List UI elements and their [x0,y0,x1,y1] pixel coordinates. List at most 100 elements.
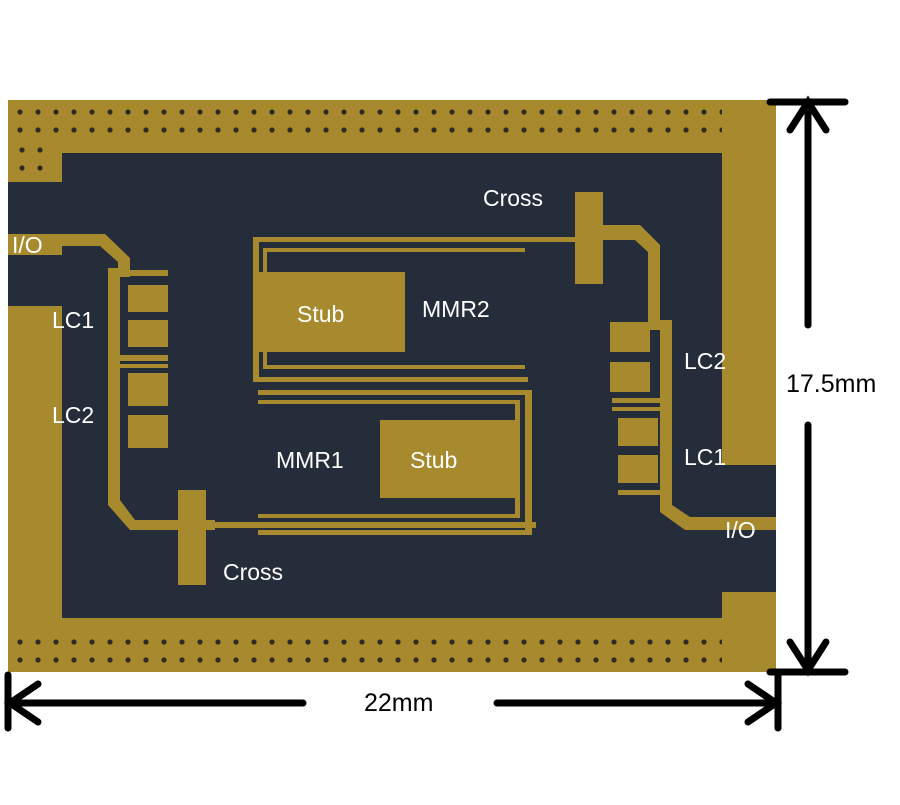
via-hole [413,639,419,645]
label-lc2-left: LC2 [52,402,95,428]
via-hole [89,639,95,645]
lc2-left-cap-b [128,415,168,448]
via-hole [359,109,365,115]
via-hole [647,657,653,663]
via-hole [17,109,23,115]
via-hole [269,109,275,115]
mmr1-line-a [258,390,530,395]
via-hole [539,109,545,115]
via-hole [539,657,545,663]
via-hole [215,657,221,663]
via-hole [143,109,149,115]
via-hole [665,127,671,133]
via-hole [215,639,221,645]
via-hole [197,127,203,133]
lc-right-bar3 [618,490,660,495]
via-hole [287,127,293,133]
lc-right-spine [660,320,672,500]
mmr2-line-f [263,365,525,369]
via-hole [683,109,689,115]
cross-top-feed [603,225,660,330]
via-hole [503,127,509,133]
ground-right-top [722,100,776,465]
via-hole [107,639,113,645]
via-hole [323,109,329,115]
via-hole [431,639,437,645]
lc-right-bar1 [612,398,660,403]
via-hole [665,639,671,645]
via-hole [323,639,329,645]
via-hole [215,127,221,133]
via-hole [89,657,95,663]
via-hole [449,657,455,663]
via-hole [593,639,599,645]
ground-left [8,306,62,618]
via-hole [269,639,275,645]
via-hole [37,147,43,153]
via-hole [503,657,509,663]
via-hole [557,657,563,663]
via-hole [143,657,149,663]
label-lc1-right: LC1 [684,444,727,470]
io-feed-left [8,234,130,277]
lc-left-spine [108,268,120,458]
via-hole [179,109,185,115]
via-hole [539,127,545,133]
via-hole [359,127,365,133]
via-hole [19,165,25,171]
mmr2-line-a [253,237,583,242]
via-hole [377,109,383,115]
via-hole [179,639,185,645]
via-hole [125,109,131,115]
via-hole [539,639,545,645]
via-hole [197,639,203,645]
via-hole [17,657,23,663]
via-hole [413,657,419,663]
via-hole [431,127,437,133]
label-stub-bottom: Stub [410,447,458,473]
via-hole [197,109,203,115]
via-hole [71,657,77,663]
lc-left-bar3 [120,364,168,368]
via-hole [35,639,41,645]
via-hole [179,657,185,663]
via-hole [197,657,203,663]
lc1-left-cap-b [128,320,168,347]
via-hole [503,639,509,645]
lc-right-bar2 [612,407,660,411]
lc-left-bar2 [120,355,168,361]
left-gap [8,182,62,234]
via-hole [233,127,239,133]
lc2-right-cap-b [610,362,650,392]
via-hole [341,657,347,663]
via-hole [305,127,311,133]
via-hole [485,639,491,645]
via-hole [593,127,599,133]
via-hole [467,657,473,663]
via-hole [395,127,401,133]
label-mmr1: MMR1 [276,447,344,473]
via-hole [701,127,707,133]
via-hole [71,127,77,133]
via-hole [647,639,653,645]
via-hole [89,109,95,115]
via-hole [269,657,275,663]
via-hole [467,639,473,645]
via-hole [287,639,293,645]
via-hole [557,109,563,115]
via-hole [53,657,59,663]
label-io-left: I/O [12,232,43,258]
via-hole [449,109,455,115]
lc1-right-cap-a [618,418,658,446]
via-hole [341,639,347,645]
via-hole [161,657,167,663]
via-hole [35,109,41,115]
via-hole [53,127,59,133]
via-hole [575,127,581,133]
via-hole [359,657,365,663]
via-hole [611,657,617,663]
via-hole [485,109,491,115]
via-hole [251,639,257,645]
via-hole [413,109,419,115]
